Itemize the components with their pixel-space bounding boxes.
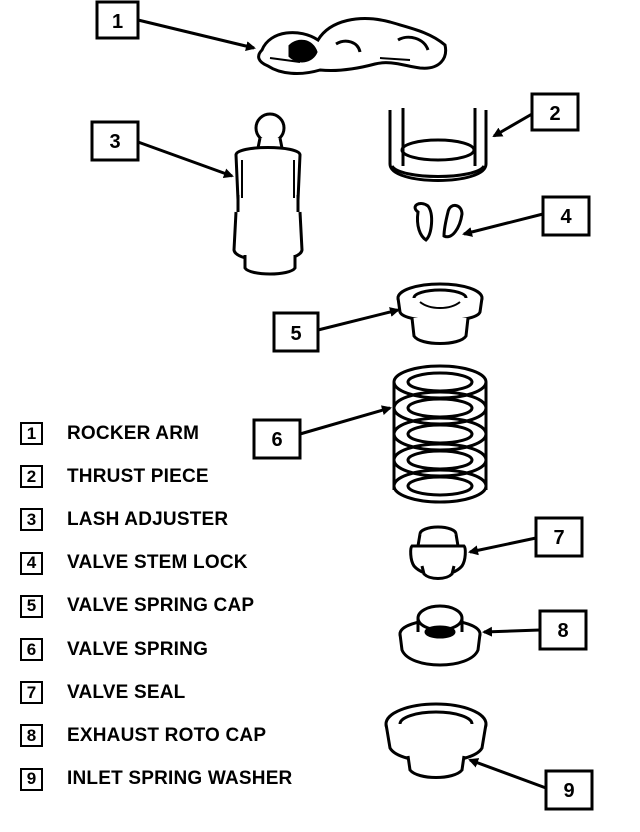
legend-item-valve-stem-lock: 4 VALVE STEM LOCK: [20, 542, 340, 585]
arrow-3: [137, 140, 234, 178]
legend-number: 2: [20, 465, 43, 489]
legend-item-lash-adjuster: 3 LASH ADJUSTER: [20, 498, 340, 541]
legend-number: 5: [20, 594, 43, 618]
callout-box-5: 5: [272, 311, 320, 353]
legend-item-rocker-arm: 1 ROCKER ARM: [20, 412, 340, 455]
arrow-9: [468, 758, 547, 790]
legend-label: THRUST PIECE: [67, 465, 209, 487]
legend-item-valve-spring-cap: 5 VALVE SPRING CAP: [20, 585, 340, 628]
legend-number: 7: [20, 681, 43, 705]
callout-box-6: 6: [252, 418, 302, 460]
svg-text:6: 6: [271, 429, 282, 451]
svg-text:1: 1: [112, 11, 123, 33]
legend-item-valve-spring: 6 VALVE SPRING: [20, 628, 340, 671]
arrow-4: [462, 212, 544, 237]
arrow-2: [492, 112, 533, 138]
valve-spring-cap-part: [396, 282, 484, 345]
legend-item-valve-seal: 7 VALVE SEAL: [20, 671, 340, 714]
valve-stem-lock-part: [413, 202, 464, 242]
svg-text:9: 9: [563, 780, 574, 802]
callout-box-9: 9: [544, 769, 594, 811]
svg-text:7: 7: [553, 527, 564, 549]
valve-seal-part: [409, 525, 467, 580]
arrow-6: [299, 405, 392, 436]
rocker-arm-part: [257, 17, 448, 75]
arrow-5: [317, 307, 400, 332]
legend-label: VALVE SPRING: [67, 638, 209, 660]
callout-box-8: 8: [538, 609, 588, 651]
callout-box-1: 1: [95, 0, 140, 40]
leader-arrows: [137, 18, 547, 790]
parts-legend: 1 ROCKER ARM 2 THRUST PIECE 3 LASH ADJUS…: [20, 412, 340, 801]
exhaust-roto-cap-part: [398, 604, 482, 667]
svg-text:8: 8: [557, 620, 568, 642]
svg-text:3: 3: [109, 131, 120, 153]
svg-text:2: 2: [549, 103, 560, 125]
arrow-1: [137, 18, 256, 51]
callout-box-2: 2: [530, 92, 580, 132]
arrow-7: [468, 536, 537, 556]
svg-text:5: 5: [290, 323, 301, 345]
legend-number: 1: [20, 422, 43, 446]
callout-box-3: 3: [90, 120, 140, 162]
legend-label: VALVE SEAL: [67, 681, 186, 703]
legend-label: LASH ADJUSTER: [67, 508, 229, 530]
legend-label: ROCKER ARM: [67, 422, 200, 444]
legend-number: 8: [20, 724, 43, 748]
legend-number: 6: [20, 638, 43, 662]
legend-number: 9: [20, 767, 43, 791]
legend-number: 4: [20, 551, 43, 575]
legend-number: 3: [20, 508, 43, 532]
arrow-8: [482, 626, 541, 637]
legend-label: VALVE STEM LOCK: [67, 552, 248, 574]
legend-item-thrust-piece: 2 THRUST PIECE: [20, 455, 340, 498]
legend-item-exhaust-roto-cap: 8 EXHAUST ROTO CAP: [20, 714, 340, 757]
thrust-piece-part: [388, 108, 488, 182]
callout-boxes: 1 2 3 4 5 6 7 8: [90, 0, 594, 811]
legend-label: INLET SPRING WASHER: [67, 768, 293, 790]
lash-adjuster-part: [232, 112, 304, 276]
inlet-spring-washer-part: [384, 702, 488, 779]
callout-box-4: 4: [541, 195, 591, 237]
svg-text:4: 4: [560, 206, 572, 228]
valve-spring-part: [392, 364, 488, 504]
legend-label: EXHAUST ROTO CAP: [67, 724, 267, 746]
callout-box-7: 7: [534, 516, 584, 558]
legend-label: VALVE SPRING CAP: [67, 595, 255, 617]
legend-item-inlet-spring-washer: 9 INLET SPRING WASHER: [20, 758, 340, 801]
